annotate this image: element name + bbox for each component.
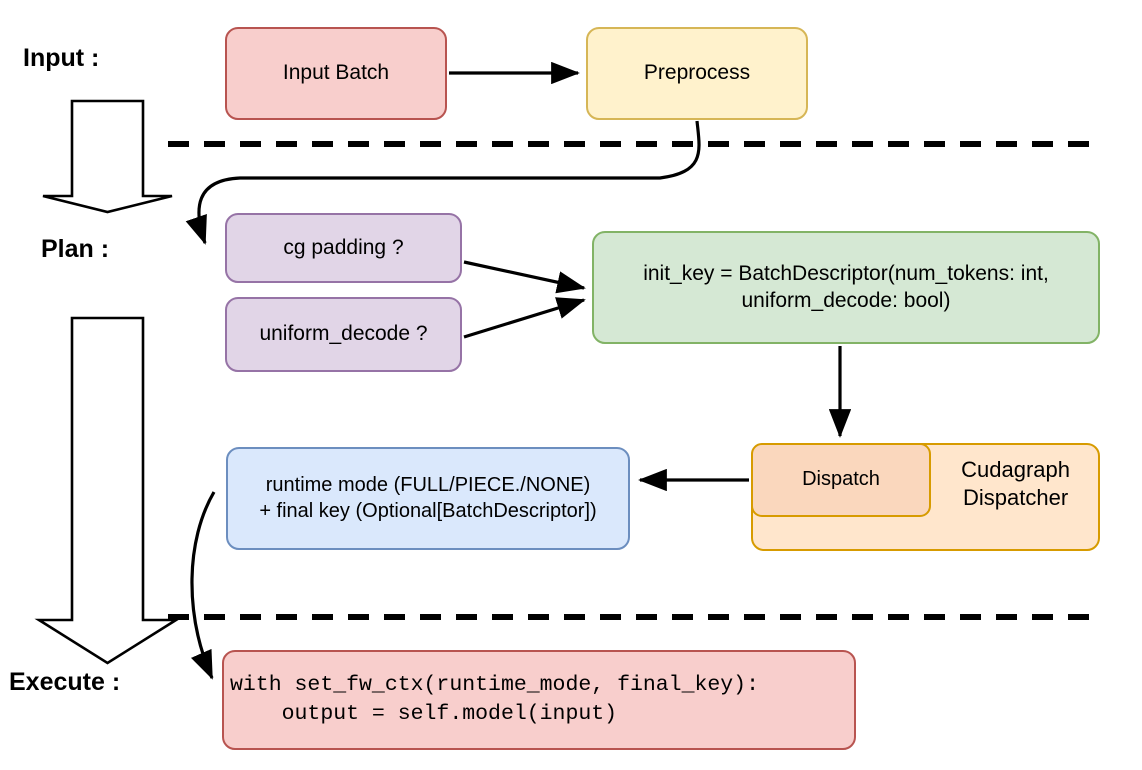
node-cg-padding-label: cg padding ? bbox=[283, 235, 404, 259]
node-uniform-decode[interactable]: uniform_decode ? bbox=[225, 297, 462, 372]
stage-label-execute: Execute : bbox=[9, 668, 121, 696]
node-preprocess-label: Preprocess bbox=[643, 61, 751, 85]
node-runtime-mode[interactable]: runtime mode (FULL/PIECE./NONE) + final … bbox=[226, 447, 630, 550]
connector-uniform-decode-to-init-key bbox=[463, 297, 586, 339]
node-dispatch[interactable]: Dispatch bbox=[751, 443, 931, 517]
node-cudagraph-dispatcher-label: Cudagraph Dispatcher bbox=[961, 457, 1070, 511]
node-input-batch-label: Input Batch bbox=[282, 61, 390, 85]
node-code-block-label: with set_fw_ctx(runtime_mode, final_key)… bbox=[230, 672, 759, 726]
node-input-batch[interactable]: Input Batch bbox=[225, 27, 447, 120]
node-dispatch-label: Dispatch bbox=[802, 468, 880, 491]
node-init-key-label: init_key = BatchDescriptor(num_tokens: i… bbox=[643, 261, 1049, 312]
stage-label-plan: Plan : bbox=[41, 235, 110, 263]
node-uniform-decode-label: uniform_decode ? bbox=[259, 322, 428, 346]
node-init-key[interactable]: init_key = BatchDescriptor(num_tokens: i… bbox=[592, 231, 1100, 344]
stage-label-input: Input : bbox=[23, 44, 100, 72]
node-code-block[interactable]: with set_fw_ctx(runtime_mode, final_key)… bbox=[222, 650, 856, 750]
node-preprocess[interactable]: Preprocess bbox=[586, 27, 808, 120]
plan-to-execute-block-arrow bbox=[34, 316, 181, 665]
input-to-plan-block-arrow bbox=[42, 99, 173, 214]
connector-cg-padding-to-init-key bbox=[463, 260, 586, 294]
connector-runtime-mode-to-code bbox=[190, 491, 216, 680]
node-runtime-mode-label: runtime mode (FULL/PIECE./NONE) + final … bbox=[259, 473, 597, 522]
node-cg-padding[interactable]: cg padding ? bbox=[225, 213, 462, 283]
